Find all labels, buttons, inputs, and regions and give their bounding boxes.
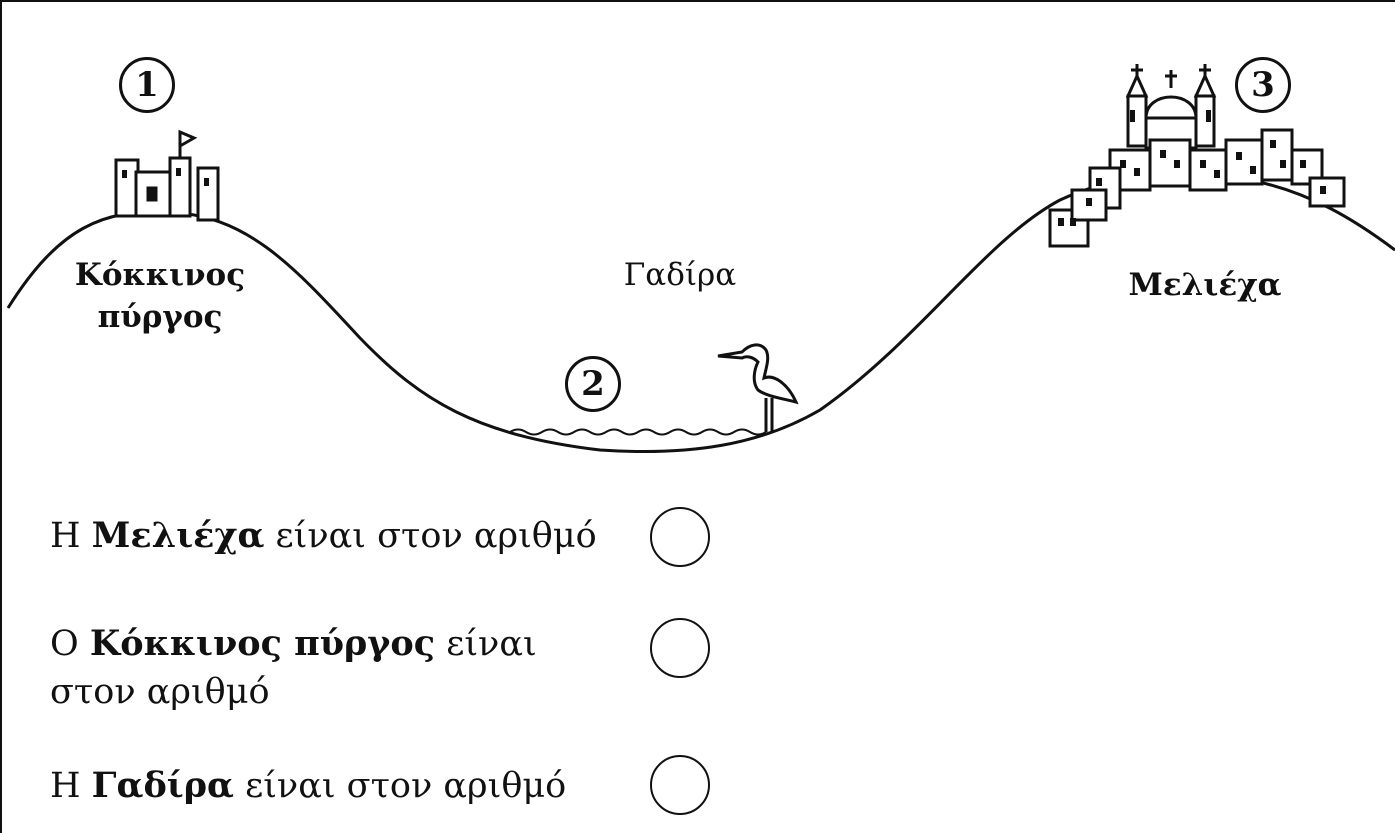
water-waves	[509, 428, 767, 436]
answer-circle-meliecha[interactable]	[650, 507, 710, 567]
question-gadira: Η Γαδίρα είναι στον αριθμό	[50, 762, 566, 810]
label-gadira: Γαδίρα	[623, 257, 737, 293]
question-3-prefix: Η	[50, 766, 92, 806]
label-red-tower-line2: πύργος	[97, 298, 223, 335]
heron-icon	[717, 343, 799, 432]
landscape-illustration	[6, 64, 1395, 454]
question-2-line2: στον αριθμό	[50, 672, 270, 713]
question-3-place: Γαδίρα	[91, 765, 234, 806]
answer-circle-gadira[interactable]	[650, 755, 710, 815]
question-2-rest: είναι	[435, 624, 537, 664]
question-1-rest: είναι στον αριθμό	[264, 516, 597, 556]
marker-1-number: 1	[135, 65, 159, 105]
question-2-prefix: Ο	[50, 624, 90, 664]
question-2-place: Κόκκινος πύργος	[89, 623, 436, 664]
marker-2-number: 2	[581, 364, 605, 404]
town-icon	[1048, 64, 1346, 248]
marker-3: 3	[1235, 57, 1291, 113]
marker-1: 1	[119, 57, 175, 113]
marker-2: 2	[565, 356, 621, 412]
question-red-tower: Ο Κόκκινος πύργος είναι στον αριθμό	[50, 620, 537, 717]
castle-icon	[114, 129, 220, 222]
label-red-tower-line1: Κόκκινος	[74, 257, 246, 293]
question-3-rest: είναι στον αριθμό	[233, 766, 567, 806]
label-meliecha: Μελιέχα	[1128, 267, 1282, 303]
question-1-place: Μελιέχα	[91, 515, 265, 556]
question-meliecha: Η Μελιέχα είναι στον αριθμό	[50, 512, 597, 560]
marker-3-number: 3	[1251, 65, 1275, 105]
label-red-tower: Κόκκινος πύργος	[55, 255, 265, 339]
question-1-prefix: Η	[50, 516, 92, 556]
answer-circle-red-tower[interactable]	[650, 618, 710, 678]
